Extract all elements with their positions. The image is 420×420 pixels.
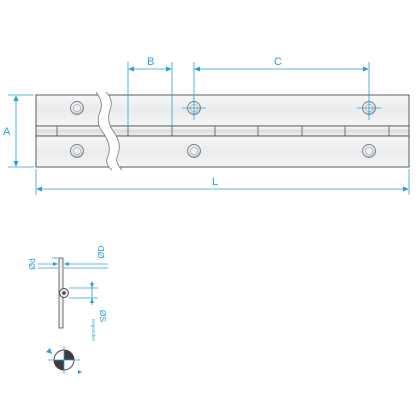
hole-centerlines xyxy=(182,96,381,120)
hinge-bottom-leaf xyxy=(35,135,410,168)
break-line xyxy=(96,92,122,170)
dimension-d: Ød xyxy=(27,258,58,270)
dimension-label-S: ØS xyxy=(98,310,108,323)
projection-symbol xyxy=(46,346,82,374)
dimension-A: A xyxy=(3,94,34,168)
hinge-side-view: Ød ØD ØS Gegenüber xyxy=(27,246,108,342)
hinge-knuckle-strip xyxy=(35,125,410,137)
dimension-S: ØS Gegenüber xyxy=(69,281,108,342)
dimension-L: L xyxy=(35,169,410,195)
dimension-label-L: L xyxy=(212,176,218,188)
dimension-C: C xyxy=(193,56,370,96)
dimension-label-C: C xyxy=(274,56,282,68)
dimension-D: ØD xyxy=(64,246,108,269)
dimension-label-B: B xyxy=(147,56,154,68)
dimension-label-A: A xyxy=(3,126,11,138)
knuckle-joints xyxy=(56,126,390,136)
dimension-label-d: Ød xyxy=(27,258,37,270)
dimension-label-D: ØD xyxy=(96,246,106,259)
hinge-front-view xyxy=(35,91,410,171)
hinge-top-leaf xyxy=(35,94,410,127)
dimension-B: B xyxy=(127,56,173,126)
dimension-sub-note: Gegenüber xyxy=(91,319,96,342)
